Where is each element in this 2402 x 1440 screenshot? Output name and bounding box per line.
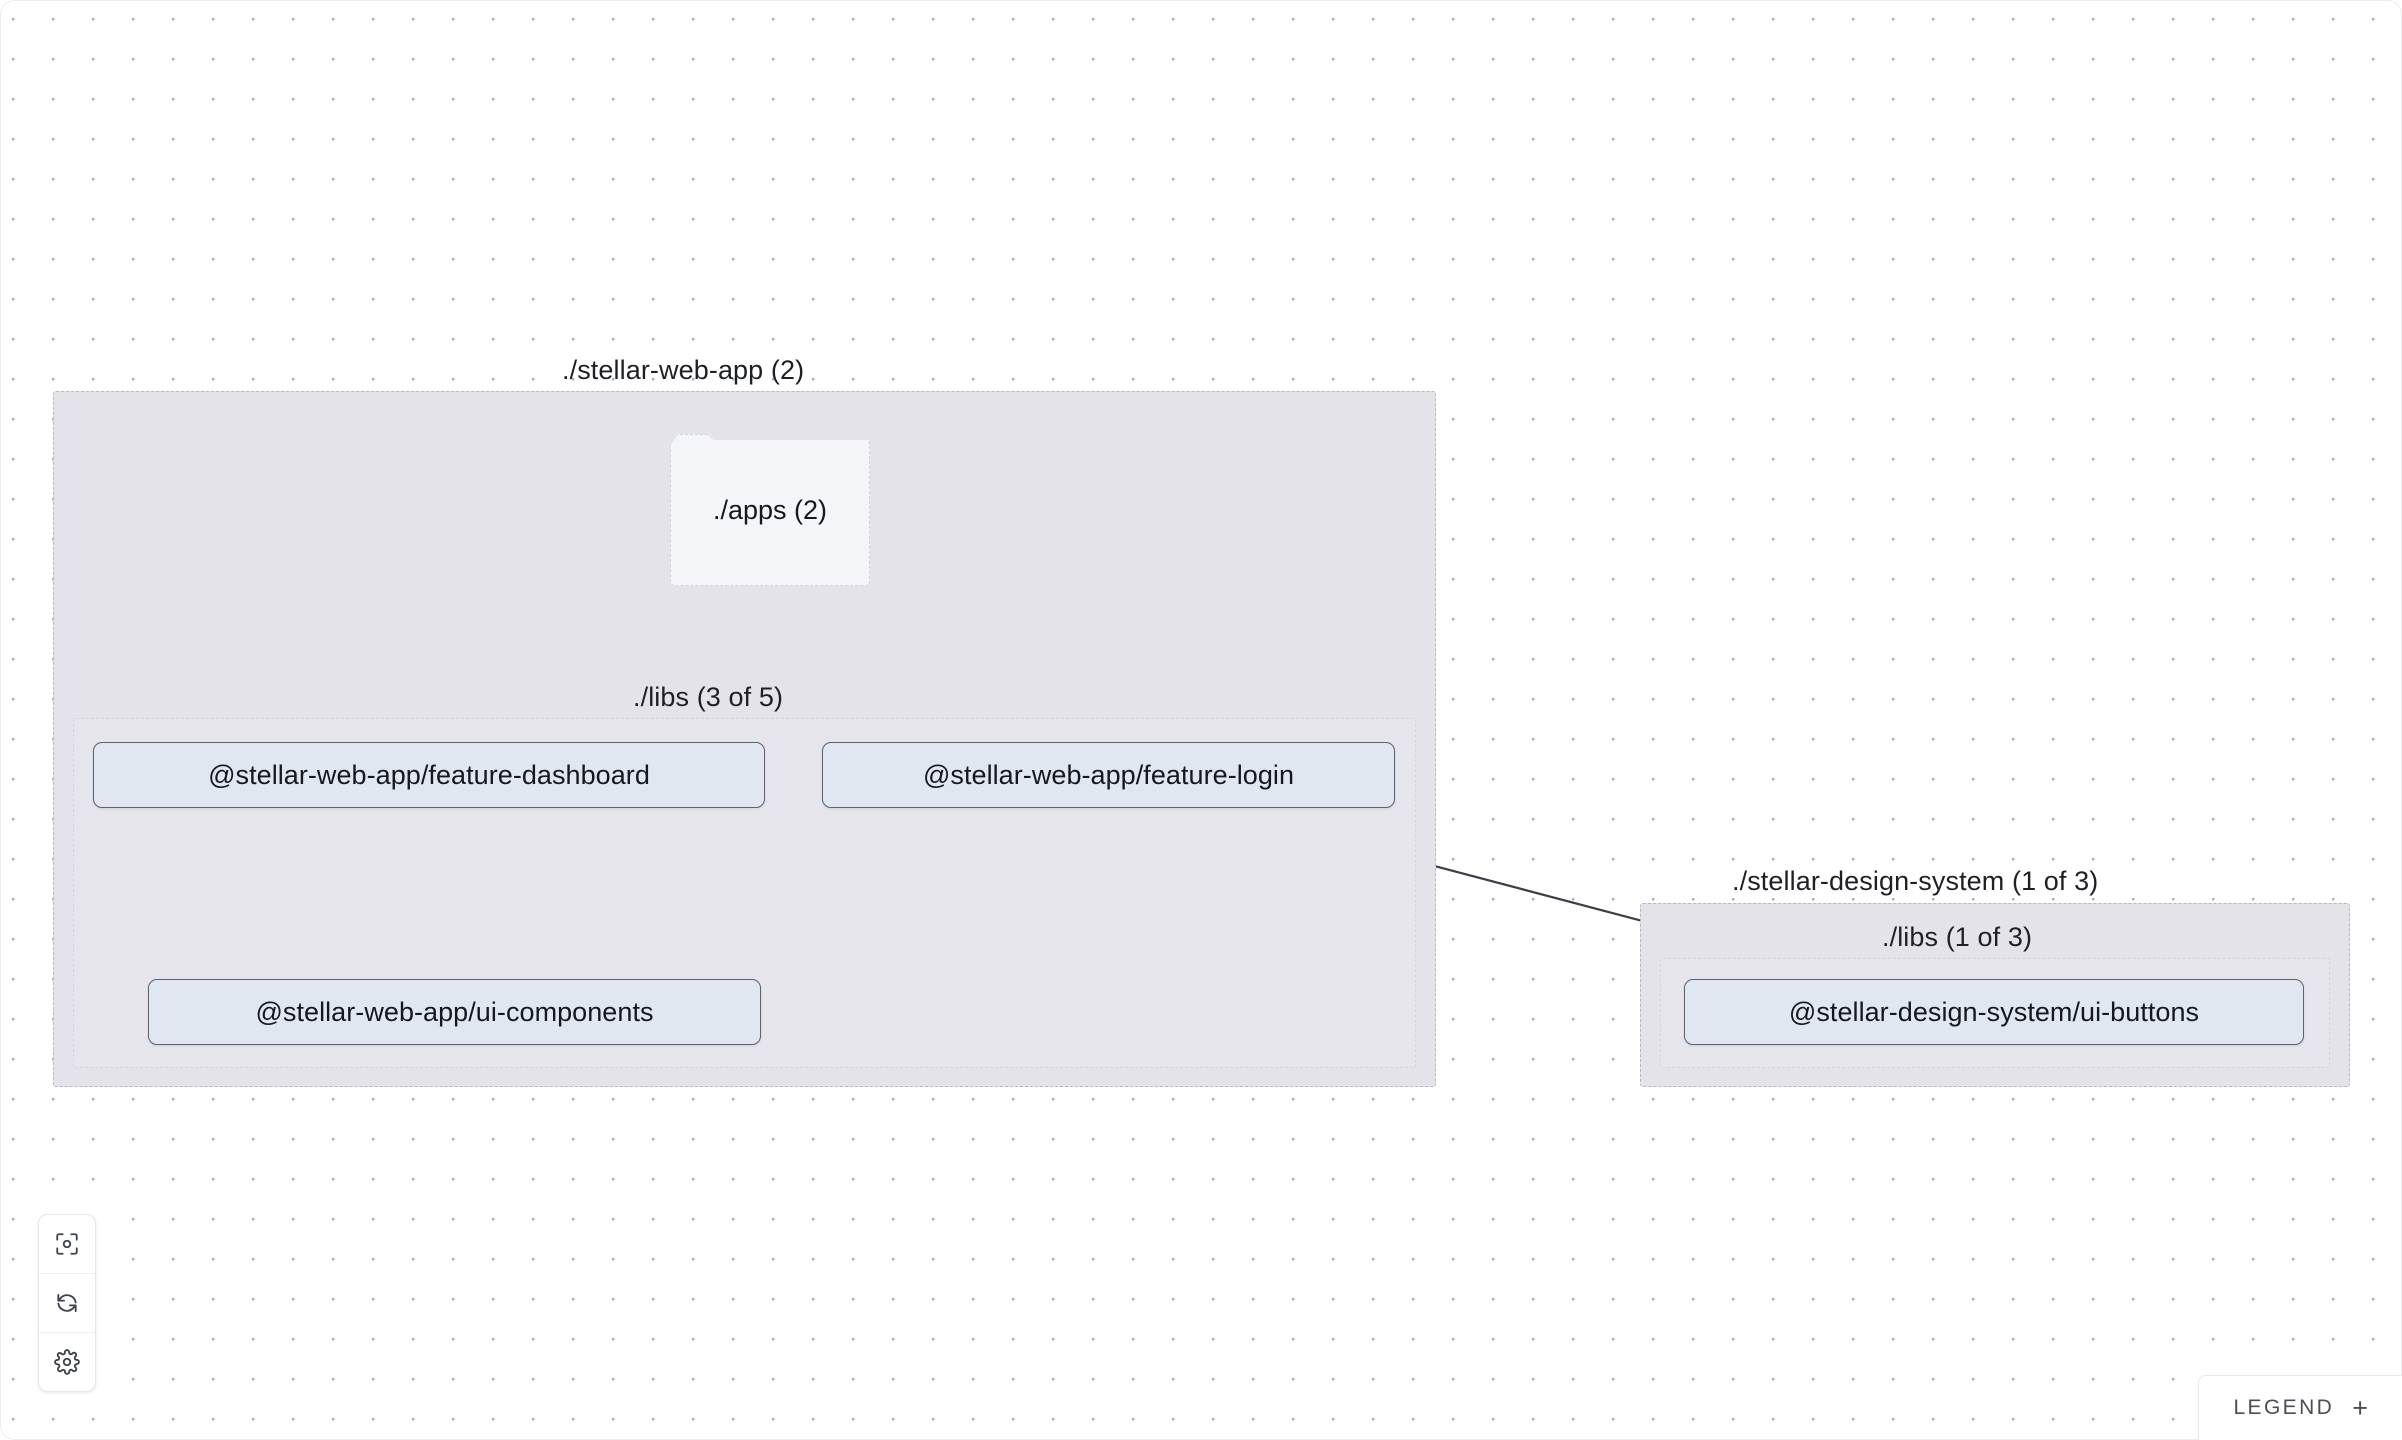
folder-node-apps[interactable]: ./apps (2) bbox=[670, 434, 870, 586]
node-ui-components-label: @stellar-web-app/ui-components bbox=[255, 996, 654, 1027]
folder-node-apps-label: ./apps (2) bbox=[712, 494, 828, 525]
refresh-icon-button[interactable] bbox=[39, 1274, 95, 1333]
focus-target-icon-button[interactable] bbox=[39, 1215, 95, 1274]
canvas-toolbar[interactable] bbox=[38, 1214, 96, 1392]
group-label-stellar-design-system: ./stellar-design-system (1 of 3) bbox=[1732, 866, 2099, 896]
node-feature-login[interactable]: @stellar-web-app/feature-login bbox=[822, 742, 1395, 808]
node-ui-components[interactable]: @stellar-web-app/ui-components bbox=[148, 979, 761, 1045]
folder-shape-icon bbox=[670, 434, 870, 586]
refresh-icon bbox=[57, 1293, 77, 1313]
gear-icon bbox=[54, 1349, 80, 1375]
subgroup-label-design-system-libs: ./libs (1 of 3) bbox=[1882, 922, 2033, 952]
gear-icon-button[interactable] bbox=[39, 1333, 95, 1391]
node-feature-dashboard-label: @stellar-web-app/feature-dashboard bbox=[208, 759, 650, 790]
legend-label: LEGEND bbox=[2233, 1396, 2335, 1419]
focus-target-icon bbox=[56, 1233, 78, 1255]
subgroup-label-web-app-libs: ./libs (3 of 5) bbox=[633, 682, 784, 712]
node-ui-buttons[interactable]: @stellar-design-system/ui-buttons bbox=[1684, 979, 2304, 1045]
plus-icon: + bbox=[2352, 1392, 2368, 1423]
node-feature-dashboard[interactable]: @stellar-web-app/feature-dashboard bbox=[93, 742, 765, 808]
legend-button[interactable]: LEGEND + bbox=[2198, 1375, 2402, 1440]
group-label-stellar-web-app: ./stellar-web-app (2) bbox=[562, 355, 805, 385]
node-ui-buttons-label: @stellar-design-system/ui-buttons bbox=[1788, 996, 2200, 1027]
node-feature-login-label: @stellar-web-app/feature-login bbox=[922, 759, 1295, 790]
